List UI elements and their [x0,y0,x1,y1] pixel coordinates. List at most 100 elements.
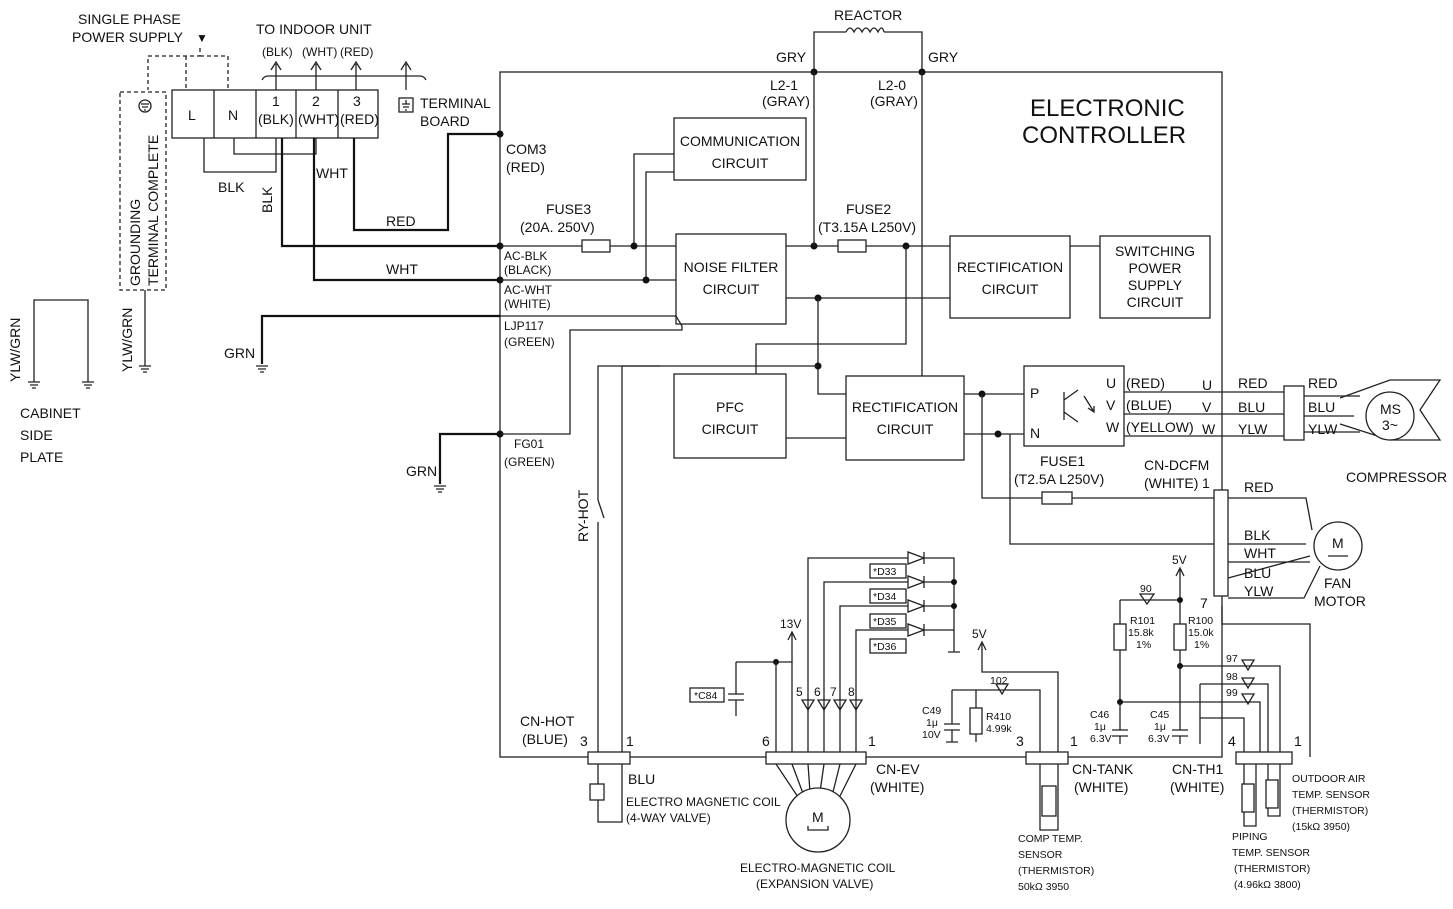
d35-label: *D35 [873,616,897,628]
cn-hot-label: CN-HOT [520,713,575,729]
cn-dcfm-color: (WHITE) [1144,475,1198,491]
wire-label-grn-1: GRN [224,345,255,361]
l21-color: (GRAY) [762,93,810,109]
ry-hot-switch [597,499,605,757]
comp-blue: (BLUE) [1126,397,1172,413]
to-indoor-unit-label: TO INDOOR UNIT [256,21,372,37]
acwht-label: AC-WHT [504,283,553,297]
fuse3-rating: (20A. 250V) [520,219,595,235]
cabinet-ylwgrn-label: YLW/GRN [7,318,23,382]
ev-pin-5: 5 [796,685,803,699]
controller-title-line1: ELECTRONIC [1030,95,1185,122]
comm-label-1: COMMUNICATION [680,133,800,149]
outdoor-label-4: (15kΩ 3950) [1292,821,1350,833]
cn-th1-pin1: 1 [1294,733,1302,749]
c46-value: 1μ [1094,721,1106,733]
acwht-color: (WHITE) [504,297,551,311]
indoor-blk-label: (BLK) [262,45,293,59]
wire-wht-to-acwht [312,138,500,282]
cabinet-label-1: CABINET [20,405,81,421]
cn-ev-pin6: 6 [762,733,770,749]
terminal-board: L N 1 2 3 (BLK) (WHT) (RED) [171,89,379,139]
fan-label-2: MOTOR [1314,593,1366,609]
fan-label-1: FAN [1324,575,1351,591]
rect1-label-1: RECTIFICATION [957,259,1063,275]
cn-th1-color: (WHITE) [1170,779,1224,795]
cn-th1-label: CN-TH1 [1172,761,1224,777]
comp-sensor-label-3: (THERMISTOR) [1018,865,1094,877]
com3-label: COM3 [506,141,547,157]
ry-hot-line [597,365,818,500]
r100-label: R100 [1188,615,1213,627]
outdoor-label-3: (THERMISTOR) [1292,805,1368,817]
comp-wire-red-2: RED [1308,375,1338,391]
r100-value: 15.0k [1188,627,1214,639]
rectification-circuit-2: RECTIFICATION CIRCUIT [845,375,965,461]
wire-blk-to-acblk [280,138,500,248]
terminal-3: 3 [353,93,361,109]
d33-box [869,563,907,579]
cn-ev-connector [765,751,867,765]
comp-wire-ylw: YLW [1238,421,1268,437]
wire-grn-fg01 [438,432,500,484]
sw-label-1: SWITCHING [1115,243,1195,259]
wire-label-blk-2: BLK [259,186,275,213]
cn-hot-color: (BLUE) [522,731,568,747]
piping-thermistor-icon [1241,783,1255,813]
terminal-board-label-2: BOARD [420,113,470,129]
supply-dashed-line [147,48,229,90]
pfc-label-1: PFC [716,399,744,415]
pfc-label-2: CIRCUIT [702,421,759,437]
fan-motor-group: CN-DCFM (WHITE) 1 7 RED BLK WHT BLU YLW … [1144,457,1366,757]
switching-power-supply: SWITCHING POWER SUPPLY CIRCUIT [1099,235,1211,319]
fan-wire-wht: WHT [1244,545,1276,561]
compressor-group: (RED) (BLUE) (YELLOW) U V W RED BLU YLW … [1124,375,1447,485]
fuse1-icon [1041,491,1073,505]
rect2-label-2: CIRCUIT [877,421,934,437]
comp-wire-red: RED [1238,375,1268,391]
power-supply-label-2: POWER SUPPLY [72,29,184,45]
r100-icon [1173,623,1187,651]
r410-label: R410 [986,711,1011,723]
c49-voltage: 10V [922,729,941,741]
r101-label: R101 [1130,615,1155,627]
cn-th1-group: 5V 90 R101 15.8k 1% R100 15.0k 1% 97 98 … [1090,553,1370,891]
cn-hot-group: CN-HOT (BLUE) 3 1 BLU ELECTRO MAGNETIC C… [520,713,781,825]
internal-wiring: FUSE3 (20A. 250V) FUSE2 (T3.15A L250V) F… [500,72,1220,757]
nf-label-1: NOISE FILTER [684,259,779,275]
c84-box [689,687,725,703]
fuse3-icon [581,239,611,253]
d33-label: *D33 [873,566,897,578]
cn-tank-connector [1025,751,1069,765]
grounding-label-1: GROUNDING [127,199,143,286]
cn-hot-blu: BLU [628,771,655,787]
ljp117-label: LJP117 [504,319,544,333]
fan-motor-icon [1313,521,1363,571]
cabinet-label-2: SIDE [20,427,53,443]
fuse2-icon [837,239,867,253]
comm-label-2: CIRCUIT [712,155,769,171]
v13-label: 13V [780,617,801,631]
fuse3-label: FUSE3 [546,201,591,217]
reactor-group: REACTOR GRY GRY L2-1 (GRAY) L2-0 (GRAY) [762,7,959,109]
outdoor-label-1: OUTDOOR AIR [1292,773,1366,785]
cn-th1-pin4: 4 [1228,733,1236,749]
ipm-w: W [1106,419,1120,435]
d34-label: *D34 [873,591,897,603]
grounding-label-2: TERMINAL COMPLETE [145,135,161,286]
noise-filter-circuit: NOISE FILTER CIRCUIT [675,233,787,325]
ev-coil-label-2: (EXPANSION VALVE) [756,877,873,891]
sw-label-2: POWER [1129,260,1182,276]
cn-dcfm-connector [1213,489,1229,597]
cn-tank-pin1: 1 [1070,733,1078,749]
ground-symbol-icon [138,99,152,113]
cn-hot-pin1: 1 [626,733,634,749]
ry-hot-label: RY-HOT [575,489,591,542]
com3-color: (RED) [506,159,545,175]
terminal-1-color: (BLK) [258,111,294,127]
wire-label-red: RED [386,213,416,229]
four-way-coil-label-2: (4-WAY VALVE) [626,811,711,825]
fuse1-label: FUSE1 [1040,453,1085,469]
sw-label-4: CIRCUIT [1127,294,1184,310]
cn-hot-pin3: 3 [580,733,588,749]
